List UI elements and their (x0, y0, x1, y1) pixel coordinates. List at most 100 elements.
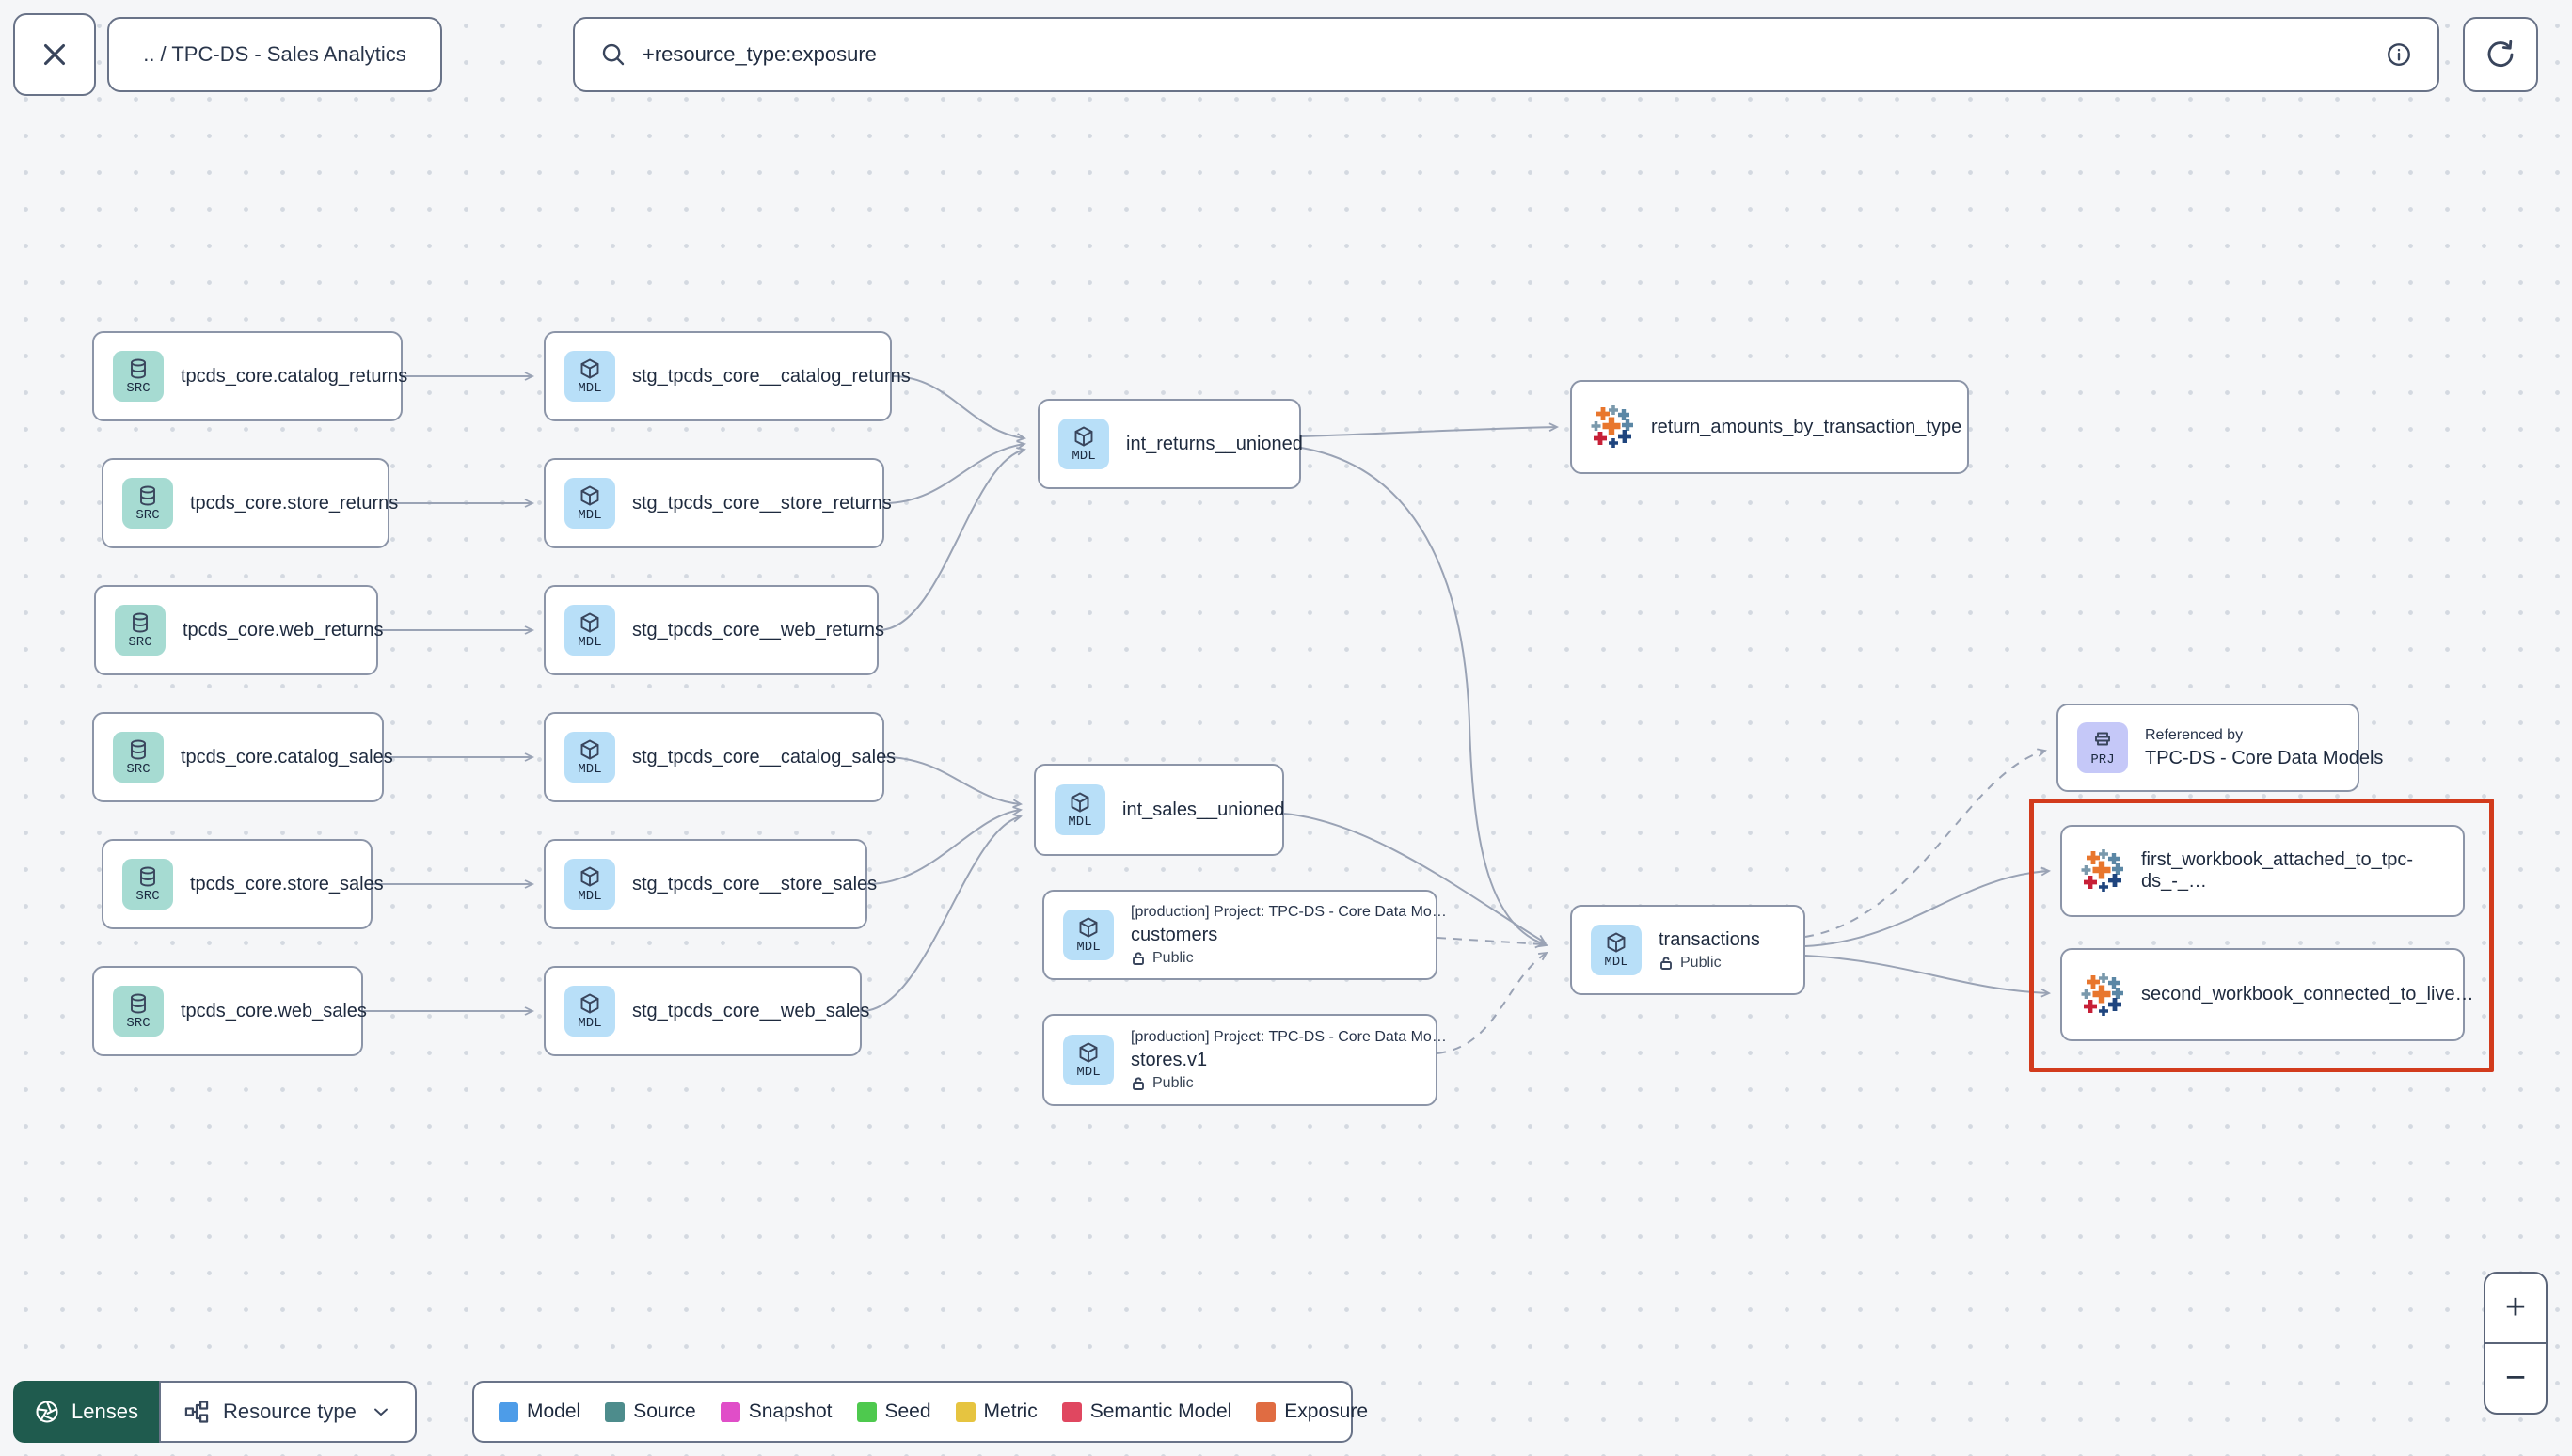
cube-icon (580, 739, 599, 759)
model-badge: MDL (1063, 910, 1114, 960)
node-label: tpcds_core.catalog_sales (181, 746, 393, 768)
unlock-icon (1660, 956, 1672, 970)
node-src-store-returns[interactable]: SRC tpcds_core.store_returns (102, 458, 398, 548)
node-stg-web-sales[interactable]: MDL stg_tpcds_core__web_sales (544, 966, 869, 1056)
model-badge: MDL (564, 351, 615, 402)
edge-stores-transactions (1437, 951, 1548, 1054)
info-icon[interactable] (2385, 40, 2413, 69)
edge-transactions-project (1804, 748, 2047, 938)
node-label: tpcds_core.web_sales (181, 1000, 367, 1021)
edge-stg-intreturns-2 (883, 440, 1026, 504)
chevron-down-icon (373, 1408, 388, 1416)
legend-item-model: Model (499, 1401, 580, 1423)
node-stg-catalog-returns[interactable]: MDL stg_tpcds_core__catalog_returns (544, 331, 911, 421)
project-stack-icon (2095, 732, 2110, 745)
breadcrumb-label: .. / TPC-DS - Sales Analytics (143, 42, 406, 66)
node-customers[interactable]: MDL [production] Project: TPC-DS - Core … (1042, 890, 1447, 980)
node-label: stg_tpcds_core__store_sales (632, 873, 878, 894)
node-stg-store-sales[interactable]: MDL stg_tpcds_core__store_sales (544, 839, 877, 929)
node-exposure-first-workbook[interactable]: first_workbook_attached_to_tpc-ds_-_… (2060, 825, 2465, 917)
refresh-icon (2487, 40, 2514, 67)
model-badge: MDL (564, 859, 615, 910)
refresh-button[interactable] (2463, 17, 2538, 92)
node-stg-catalog-sales[interactable]: MDL stg_tpcds_core__catalog_sales (544, 712, 896, 802)
node-label: transactions (1659, 928, 1760, 950)
node-label: tpcds_core.store_returns (190, 492, 399, 514)
tableau-icon (2081, 973, 2124, 1017)
node-label: tpcds_core.web_returns (183, 619, 384, 641)
legend-item-semantic-model: Semantic Model (1061, 1401, 1231, 1423)
zoom-controls: + − (2484, 1272, 2548, 1415)
database-icon (131, 358, 146, 378)
node-int-returns-unioned[interactable]: MDL int_returns__unioned (1038, 399, 1303, 489)
node-referenced-by-project[interactable]: PRJ Referenced by TPC-DS - Core Data Mod… (2056, 704, 2384, 792)
node-label: second_workbook_connected_to_live… (2141, 984, 2474, 1005)
node-src-store-sales[interactable]: SRC tpcds_core.store_sales (102, 839, 384, 929)
model-badge: MDL (1591, 925, 1642, 975)
database-icon (140, 485, 155, 505)
source-badge: SRC (122, 478, 173, 529)
database-icon (131, 993, 146, 1013)
node-label: tpcds_core.catalog_returns (181, 365, 408, 387)
node-src-catalog-returns[interactable]: SRC tpcds_core.catalog_returns (92, 331, 407, 421)
access-row: Public (1131, 1075, 1417, 1092)
cube-icon (1607, 932, 1626, 952)
node-label: int_returns__unioned (1126, 433, 1303, 454)
legend-item-snapshot: Snapshot (720, 1401, 833, 1423)
edge-stg-intreturns-1 (891, 375, 1026, 442)
cube-icon (1079, 917, 1098, 937)
model-badge: MDL (564, 732, 615, 783)
cube-icon (1079, 1042, 1098, 1062)
resource-type-dropdown[interactable]: Resource type (158, 1381, 417, 1443)
close-icon (43, 43, 66, 66)
node-int-sales-unioned[interactable]: MDL int_sales__unioned (1034, 764, 1284, 856)
cube-icon (580, 485, 599, 505)
edge-customers-transactions (1437, 937, 1546, 949)
node-src-web-returns[interactable]: SRC tpcds_core.web_returns (94, 585, 383, 675)
breadcrumb[interactable]: .. / TPC-DS - Sales Analytics (107, 17, 442, 92)
cube-icon (1074, 426, 1093, 446)
node-label: stg_tpcds_core__web_sales (632, 1000, 870, 1021)
legend-swatch (605, 1401, 626, 1422)
search-icon (602, 43, 625, 66)
legend-item-source: Source (605, 1401, 696, 1423)
edge-intreturns-transactions (1300, 447, 1548, 948)
database-icon (140, 866, 155, 886)
resource-type-icon (184, 1401, 209, 1423)
node-exposure-second-workbook[interactable]: second_workbook_connected_to_live… (2060, 948, 2474, 1041)
source-badge: SRC (115, 605, 166, 656)
node-label: TPC-DS - Core Data Models (2145, 747, 2384, 768)
access-row: Public (1131, 950, 1417, 967)
tableau-icon (2081, 849, 2124, 893)
node-src-web-sales[interactable]: SRC tpcds_core.web_sales (92, 966, 367, 1056)
legend-item-seed: Seed (856, 1401, 931, 1423)
node-exposure-return-amounts[interactable]: return_amounts_by_transaction_type (1570, 380, 1969, 474)
source-badge: SRC (113, 986, 164, 1037)
node-stg-store-returns[interactable]: MDL stg_tpcds_core__store_returns (544, 458, 892, 548)
node-project-label: [production] Project: TPC-DS - Core Data… (1131, 903, 1447, 920)
source-badge: SRC (113, 351, 164, 402)
node-stg-web-returns[interactable]: MDL stg_tpcds_core__web_returns (544, 585, 884, 675)
node-label: int_sales__unioned (1122, 799, 1285, 820)
node-project-label: [production] Project: TPC-DS - Core Data… (1131, 1028, 1447, 1045)
edge-transactions-wb2 (1804, 955, 2052, 998)
node-label: first_workbook_attached_to_tpc-ds_-_… (2141, 849, 2414, 892)
zoom-out-button[interactable]: − (2485, 1344, 2546, 1413)
legend-swatch (720, 1401, 740, 1422)
lenses-label: Lenses (71, 1400, 138, 1423)
source-badge: SRC (113, 732, 164, 783)
cube-icon (580, 358, 599, 378)
search-input[interactable] (643, 42, 2370, 67)
node-src-catalog-sales[interactable]: SRC tpcds_core.catalog_sales (92, 712, 393, 802)
model-badge: MDL (564, 605, 615, 656)
tableau-icon (1591, 405, 1634, 449)
node-stores-v1[interactable]: MDL [production] Project: TPC-DS - Core … (1042, 1014, 1447, 1106)
aperture-icon (36, 1401, 58, 1423)
zoom-in-button[interactable]: + (2485, 1274, 2546, 1344)
node-label: stg_tpcds_core__store_returns (632, 492, 892, 514)
node-transactions[interactable]: MDL transactions Public (1570, 905, 1805, 995)
close-button[interactable] (13, 13, 96, 96)
lenses-button[interactable]: Lenses (13, 1381, 159, 1443)
edge-stg-intsales-1 (883, 756, 1024, 809)
